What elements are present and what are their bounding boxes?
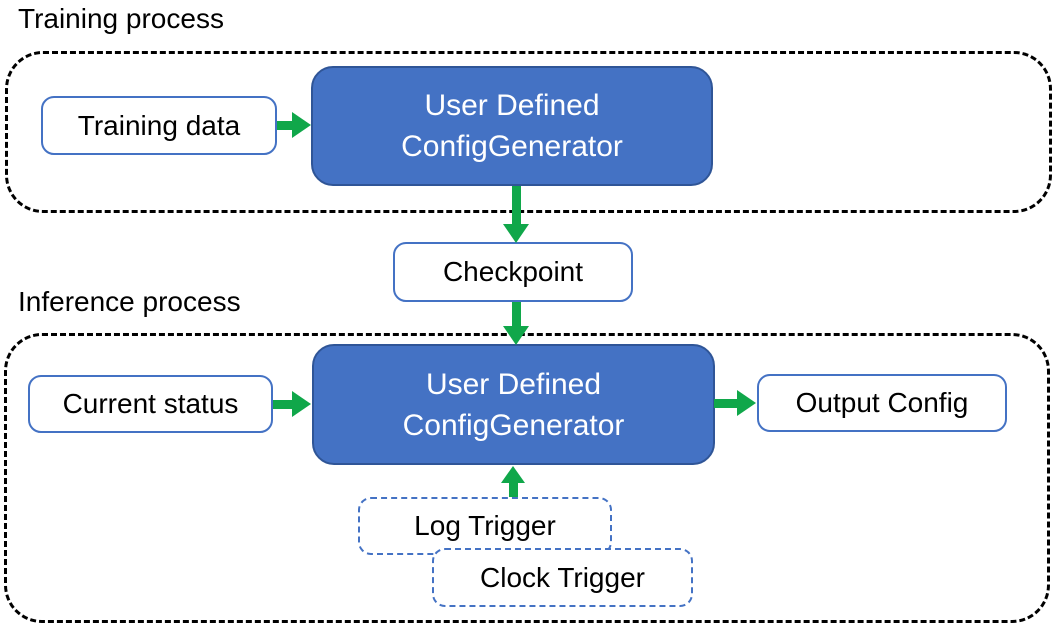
training-process-container [5,51,1052,213]
current-status-label: Current status [62,388,239,419]
current-status-node: Current status [28,375,273,433]
arrow-generator-to-checkpoint [503,186,529,243]
arrow-current-status-to-generator [273,391,311,417]
arrow-head-right-icon [292,391,311,417]
training-config-generator-node: User Defined ConfigGenerator [311,66,713,186]
arrow-shaft [277,120,292,130]
arrow-head-down-icon [503,326,529,345]
inference-process-section-label: Inference process [18,286,241,317]
arrow-shaft [714,398,737,408]
training-process-section-label: Training process [18,3,224,34]
arrow-generator-to-output-config [714,390,756,416]
arrow-shaft [511,186,521,224]
log-trigger-node: Log Trigger [358,497,612,555]
inference-config-generator-node: User Defined ConfigGenerator [312,344,715,465]
output-config-label: Output Config [795,387,969,418]
arrow-triggers-to-generator [500,466,526,497]
arrow-training-data-to-generator [277,112,311,138]
output-config-node: Output Config [757,374,1007,432]
arrow-head-right-icon [737,390,756,416]
clock-trigger-node: Clock Trigger [432,548,693,607]
log-trigger-label: Log Trigger [414,510,556,541]
arrow-head-right-icon [292,112,311,138]
training-generator-label-line1: User Defined [424,89,600,122]
arrow-head-up-icon [501,466,525,483]
arrow-shaft [511,302,521,326]
arrow-checkpoint-to-inference-generator [503,302,529,345]
training-generator-label-line2: ConfigGenerator [401,130,623,163]
checkpoint-label: Checkpoint [442,256,584,287]
arrow-shaft [508,483,518,497]
inference-generator-label-line1: User Defined [425,367,602,401]
training-data-label: Training data [77,109,241,141]
training-data-node: Training data [41,96,277,155]
arrow-shaft [273,399,292,409]
clock-trigger-label: Clock Trigger [480,561,645,593]
checkpoint-node: Checkpoint [393,242,633,302]
arrow-head-down-icon [503,224,529,243]
inference-generator-label-line2: ConfigGenerator [402,408,625,442]
